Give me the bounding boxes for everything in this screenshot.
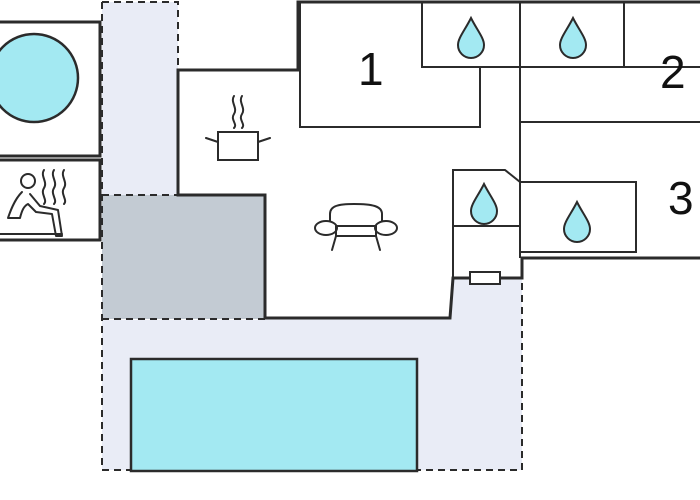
- room-3-label: 3: [668, 172, 694, 224]
- hot-tub-room: [0, 20, 102, 158]
- covered-terrace: [102, 195, 265, 319]
- outdoor-walkway: [102, 2, 178, 195]
- room-2-label: 2: [660, 46, 686, 98]
- room-1: [299, 2, 481, 128]
- room-1-label: 1: [358, 43, 384, 95]
- main-house-wall: [176, 0, 700, 197]
- water-drop-icon: [457, 17, 485, 59]
- window-icon: [469, 271, 501, 285]
- sofa-icon: [314, 203, 398, 251]
- kitchen-pot-icon: [205, 95, 271, 161]
- hot-tub-icon: [0, 32, 80, 124]
- water-drop-icon: [559, 17, 587, 59]
- water-drop-icon: [470, 183, 498, 225]
- water-drop-icon: [563, 201, 591, 243]
- sauna-room: [0, 158, 102, 242]
- swimming-pool: [129, 357, 419, 473]
- sauna-icon: [0, 169, 67, 237]
